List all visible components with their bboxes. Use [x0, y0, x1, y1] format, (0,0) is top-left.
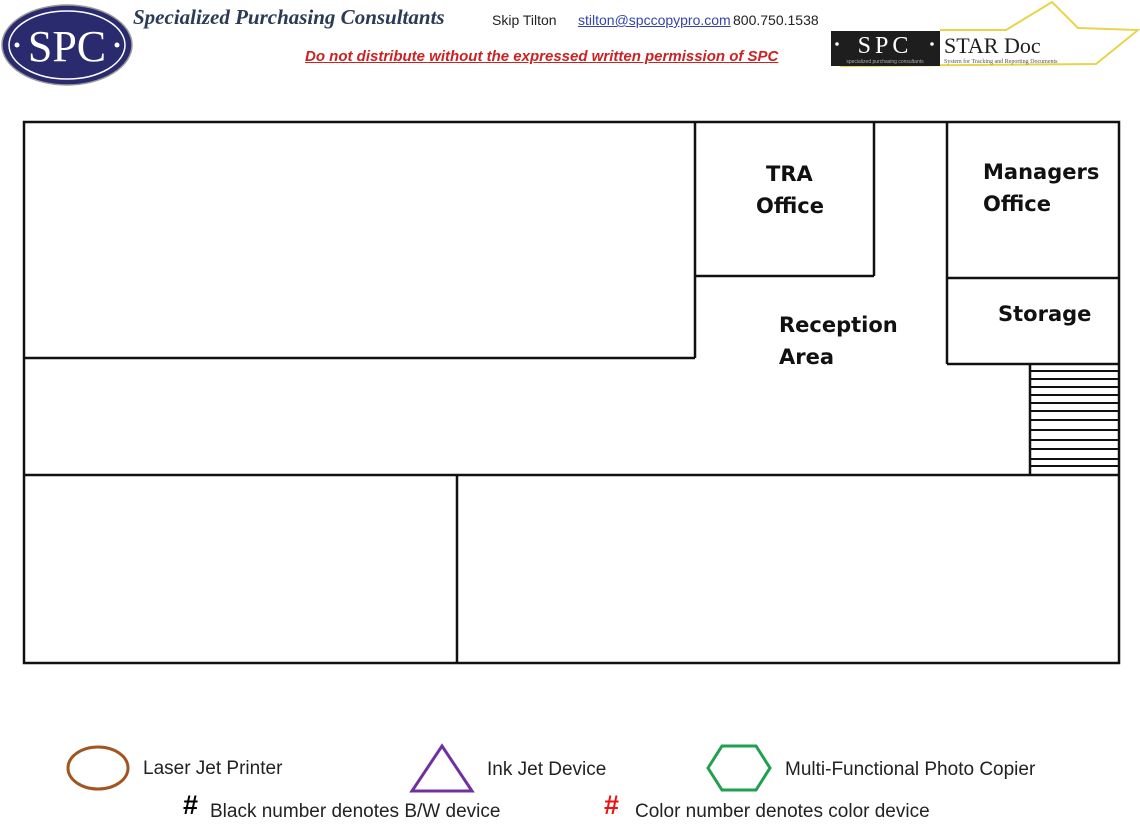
- stardoc-spc-subtext: specialized purchasing consultants: [846, 59, 924, 65]
- ink-jet-triangle-icon: [409, 743, 475, 793]
- room-label-managers-office: Managers Office: [983, 156, 1099, 220]
- company-name: Specialized Purchasing Consultants: [133, 5, 445, 29]
- room-label-tra-office: TRA Office: [756, 158, 824, 222]
- room-label-reception-area: Reception Area: [779, 309, 898, 373]
- room-label-line: Reception: [779, 313, 898, 337]
- stardoc-black-box: [831, 31, 940, 66]
- floor-plan: [22, 120, 1121, 665]
- star-outline-icon: [839, 0, 1140, 67]
- legend-label-copier: Multi-Functional Photo Copier: [785, 759, 1036, 780]
- bw-hash-icon: #: [183, 790, 199, 820]
- distribution-warning: Do not distribute without the expressed …: [305, 48, 779, 65]
- contact-email-link[interactable]: stilton@spccopypro.com: [578, 12, 731, 28]
- room-label-storage: Storage: [998, 298, 1091, 330]
- contact-name: Skip Tilton: [492, 12, 557, 28]
- room-label-line: Managers: [983, 160, 1100, 184]
- logo-dot-right: [114, 42, 120, 48]
- stardoc-subtitle: System for Tracking and Reporting Docume…: [944, 58, 1058, 65]
- copier-hexagon-icon: [706, 744, 772, 792]
- spc-logo: SPC: [1, 4, 133, 86]
- room-label-line: Office: [756, 194, 824, 218]
- room-label-line: Storage: [998, 302, 1092, 326]
- contact-phone: 800.750.1538: [733, 12, 819, 28]
- legend-label-ink-jet: Ink Jet Device: [487, 759, 607, 780]
- logo-text: SPC: [28, 22, 106, 71]
- room-label-line: Area: [779, 345, 835, 369]
- room-label-line: TRA: [766, 162, 813, 186]
- room-label-line: Office: [983, 192, 1051, 216]
- stairs-icon: [1030, 370, 1119, 467]
- legend-note-bw: Black number denotes B/W device: [210, 801, 501, 822]
- legend-note-color: Color number denotes color device: [635, 801, 930, 822]
- stardoc-logo: SPC specialized purchasing consultants S…: [831, 0, 1140, 67]
- stardoc-dot-left: [835, 42, 839, 46]
- color-hash-icon: #: [604, 790, 620, 820]
- building-outline: [22, 120, 1121, 665]
- laser-jet-oval-icon: [66, 745, 130, 791]
- stardoc-title: STAR Doc: [944, 33, 1041, 58]
- logo-dot-left: [14, 42, 20, 48]
- legend-label-laser-jet: Laser Jet Printer: [143, 758, 283, 779]
- stardoc-spc-text: SPC: [858, 33, 913, 59]
- stardoc-dot-right: [930, 42, 934, 46]
